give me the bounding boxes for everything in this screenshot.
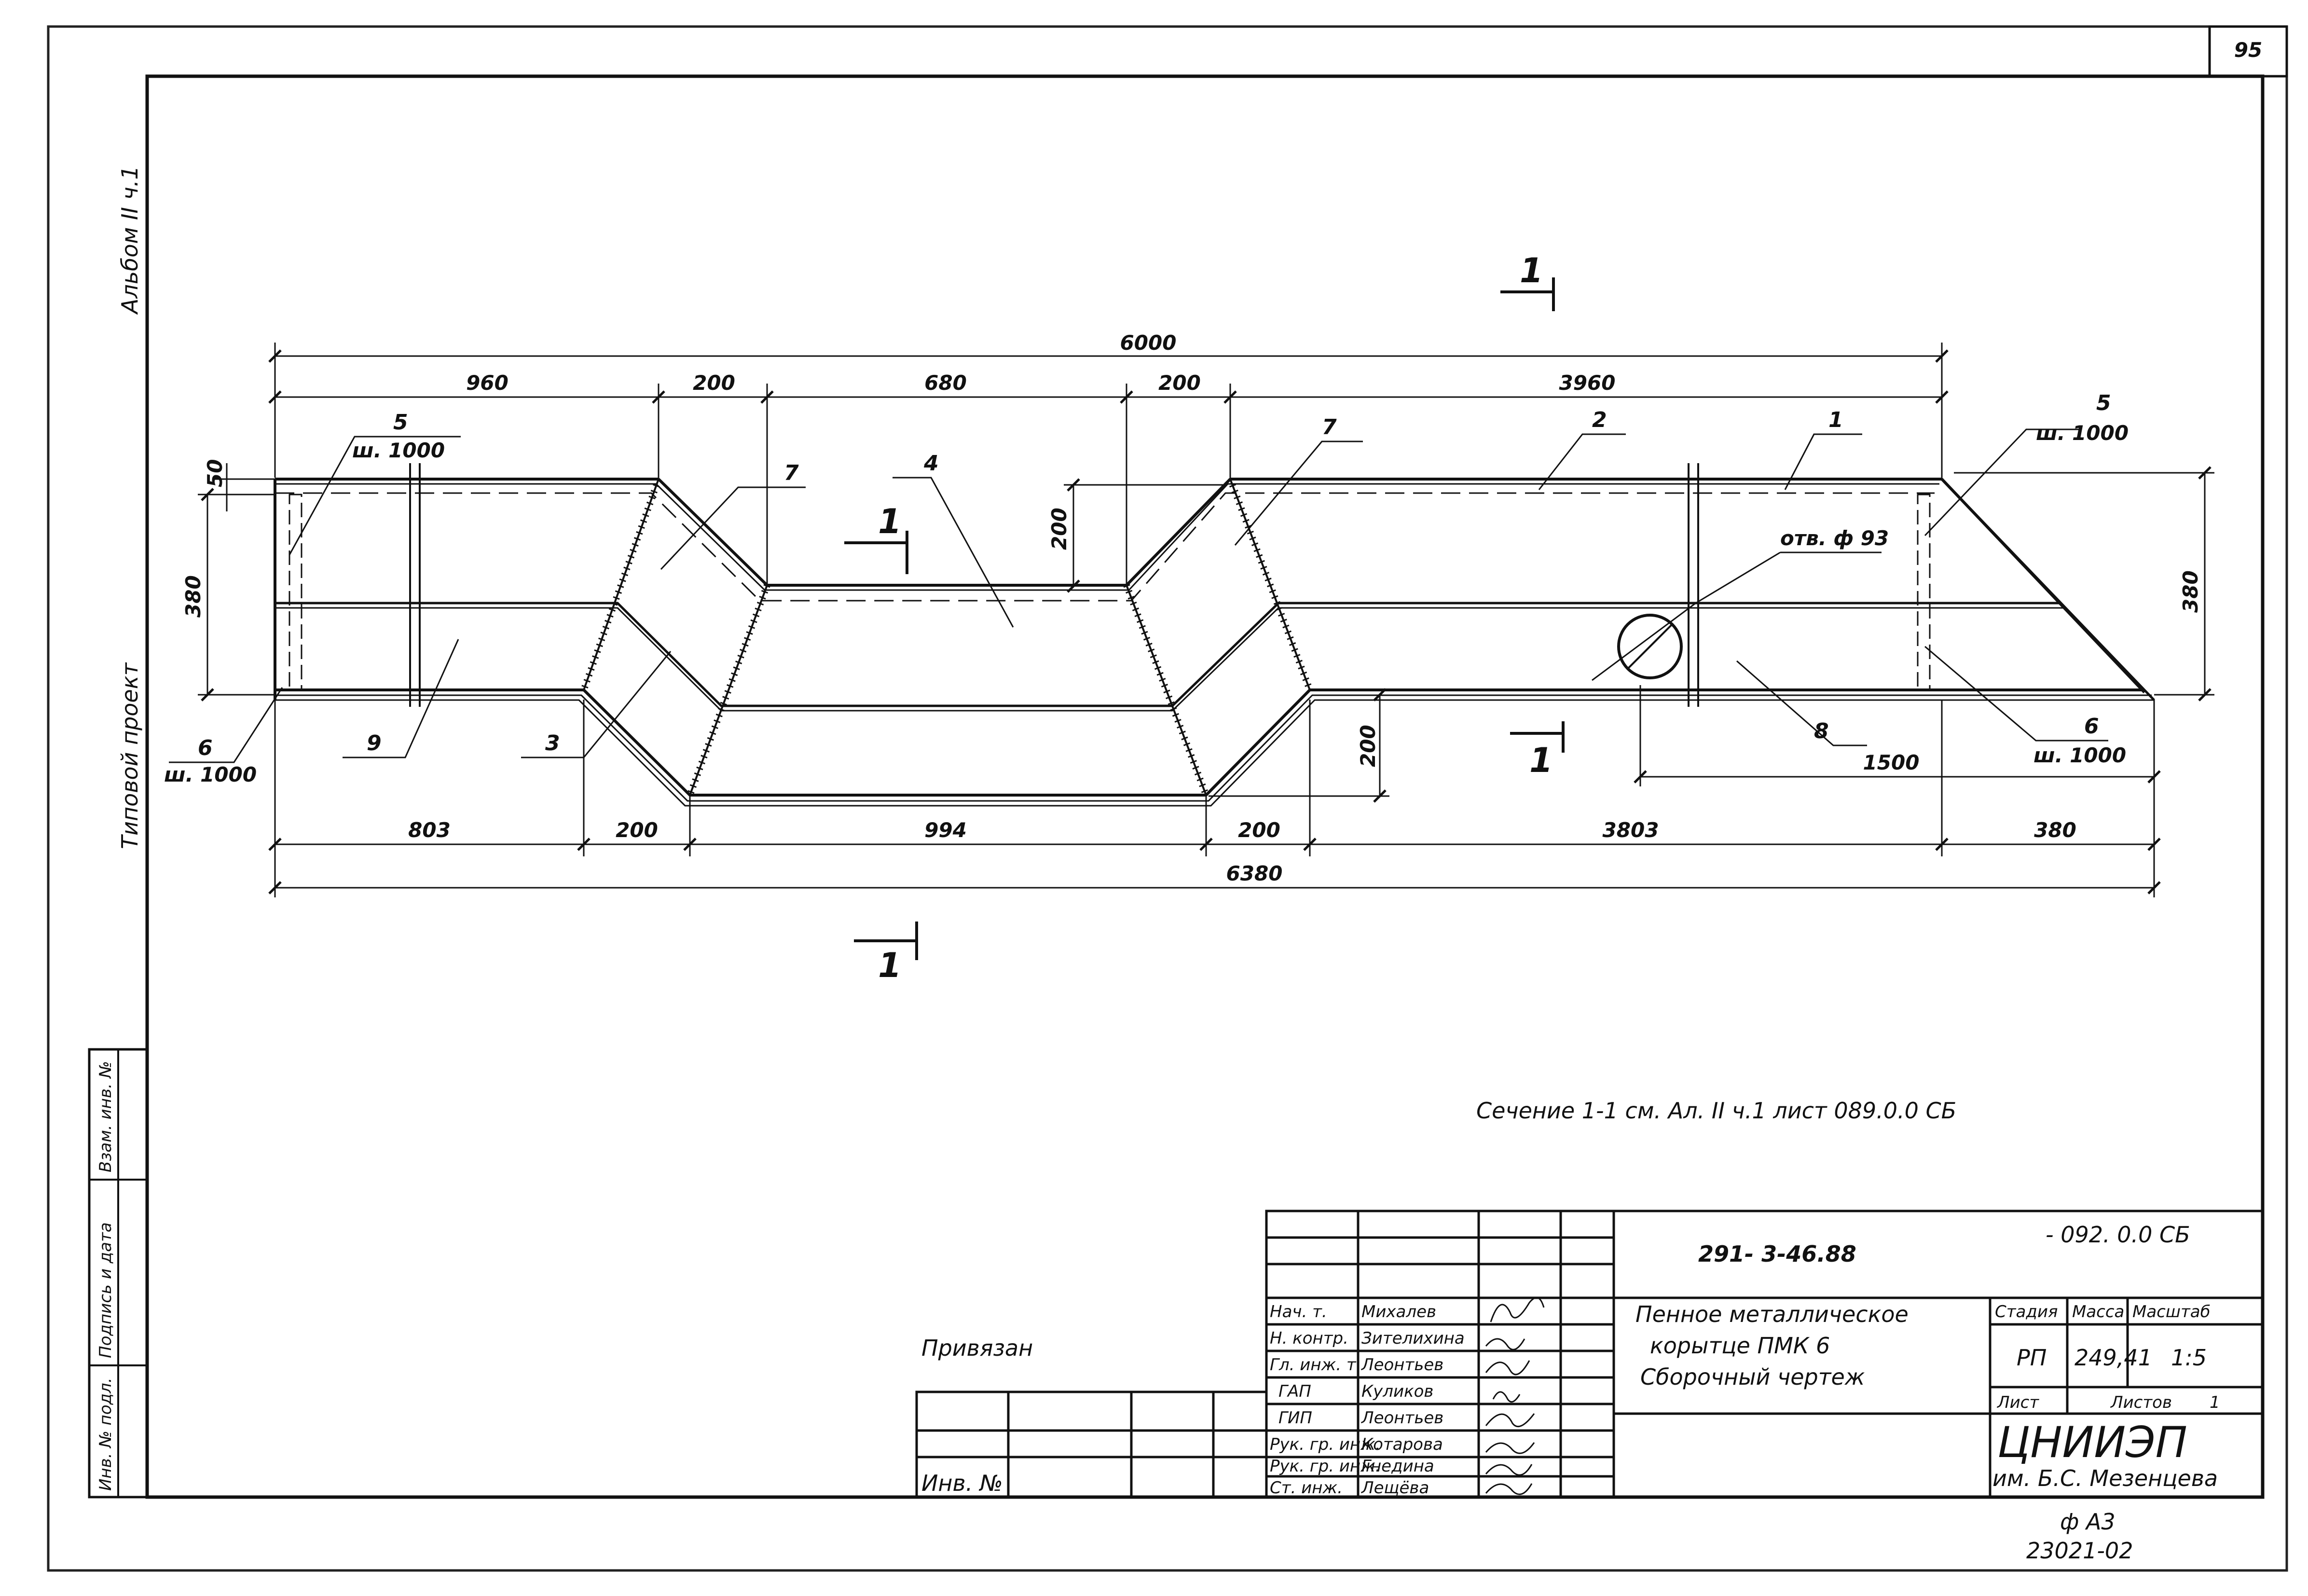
pos-4: 4 [923,451,939,476]
sheets-label: Листов [2110,1393,2172,1412]
dim-total-top: 6000 [1120,331,1177,355]
dim-offset-50: 50 [203,459,227,487]
dimension-lines [198,343,2214,897]
pos-6-right: 6 [2084,714,2099,739]
sheet-number: 95 [2234,38,2262,62]
name-6: Котарова [1361,1435,1443,1454]
dim-bottom-4: 200 [1238,818,1280,842]
role-4: ГАП [1278,1382,1311,1401]
role-2: Н. контр. [1270,1329,1348,1348]
name-4: Куликов [1361,1382,1433,1401]
pos-7-left: 7 [784,461,799,485]
position-leaders [169,428,2108,763]
mass-header: Масса [2072,1302,2124,1321]
hole-93: отв. ф 93 [1592,526,1889,681]
dim-height-right: 380 [2179,570,2202,613]
section-mark-right: 1 [1529,741,1553,780]
sheet-number-box [2208,25,2288,78]
bound-label: Привязан [921,1335,1033,1361]
dimension-ticks [201,349,2212,894]
role-8: Ст. инж. [1270,1478,1343,1498]
name-3: Леонтьев [1360,1355,1443,1375]
pos-2: 2 [1592,408,1607,432]
mass-value: 249,41 [2074,1345,2152,1371]
dim-bottom-3: 994 [924,818,967,842]
section-markers [844,277,1565,960]
dim-bottom-5: 3803 [1603,818,1659,842]
section-mark-mid: 1 [878,502,902,541]
role-3: Гл. инж. т. [1270,1355,1361,1375]
pos-5-left: 5 [393,410,408,435]
doc-suffix: - 092. 0.0 СБ [2046,1222,2190,1248]
pos-5-right: 5 [2096,391,2111,415]
stamp-replace-label: Взам. инв. № [96,1061,115,1172]
sheet-code: 23021-02 [2026,1538,2133,1564]
name-1: Михалев [1361,1302,1436,1321]
side-stamp: Инв. № подл. Подпись и дата Взам. инв. № [88,1048,149,1499]
dim-top-1: 960 [466,371,508,395]
callout-6-right-width: ш. 1000 [2033,743,2126,767]
title-block [915,1210,2264,1499]
callout-5-right-width: ш. 1000 [2036,421,2129,445]
dim-top-4: 200 [1158,371,1201,395]
dim-top-3: 680 [924,371,967,395]
dim-step-200-a: 200 [1047,508,1071,550]
name-2: Зителихина [1361,1329,1465,1348]
pos-6-left: 6 [198,736,213,760]
pos-1: 1 [1828,408,1843,432]
pos-3: 3 [545,731,560,756]
hole-callout: отв. ф 93 [1780,526,1889,550]
pos-9: 9 [367,731,382,756]
dim-hole-distance: 1500 [1863,751,1920,774]
pos-8: 8 [1814,719,1829,743]
album-label: Альбом II ч.1 [117,165,143,315]
callout-5-left-width: ш. 1000 [352,439,445,462]
scale-value: 1:5 [2171,1345,2207,1371]
stamp-inv-label: Инв. № подл. [96,1377,115,1491]
section-mark-bottom: 1 [878,946,902,985]
section-mark-top: 1 [1520,251,1543,290]
dim-top-2: 200 [693,371,735,395]
doc-code: 291- 3-46.88 [1698,1241,1856,1267]
role-1: Нач. т. [1270,1302,1327,1321]
outer-trim-frame [47,25,2288,1572]
dim-bottom-1: 803 [408,818,451,842]
drawing-frame [145,74,2265,1499]
title-line-1: Пенное металлическое [1635,1301,1909,1327]
dim-bottom-2: 200 [616,818,658,842]
stamp-sign-label: Подпись и дата [96,1222,115,1358]
project-label: Типовой проект [117,662,143,849]
signatures [1485,1297,1545,1495]
section-note: Сечение 1-1 см. Ал. II ч.1 лист 089.0.0 … [1476,1098,1956,1124]
pos-7-right: 7 [1322,415,1337,440]
role-5: ГИП [1278,1408,1312,1428]
scale-header: Масштаб [2132,1302,2211,1321]
sheet-label: Лист [1996,1393,2039,1412]
org-name: ЦНИИЭП [1997,1417,2187,1467]
callout-6-left-width: ш. 1000 [164,763,257,786]
dim-height-left: 380 [181,575,205,618]
title-line-3: Сборочный чертеж [1640,1364,1865,1390]
role-6: Рук. гр. инж. [1270,1435,1381,1454]
format-label: ф А3 [2060,1509,2116,1535]
stage-value: РП [2017,1345,2047,1371]
dim-total-bottom: 6380 [1226,862,1283,885]
dim-bottom-6: 380 [2034,818,2076,842]
role-7: Рук. гр. инж. [1270,1457,1381,1476]
dim-step-200-b: 200 [1356,725,1380,767]
org-sub: им. Б.С. Мезенцева [1992,1465,2218,1491]
name-8: Лещёва [1360,1478,1429,1498]
name-7: Гнедина [1361,1457,1434,1476]
name-5: Леонтьев [1360,1408,1443,1428]
inv-label: Инв. № [921,1470,1003,1496]
sheets-count: 1 [2210,1393,2220,1412]
title-line-2: корытце ПМК 6 [1650,1333,1830,1359]
dim-top-5: 3960 [1559,371,1616,395]
stage-header: Стадия [1995,1302,2058,1321]
trough-outline [274,463,2155,807]
